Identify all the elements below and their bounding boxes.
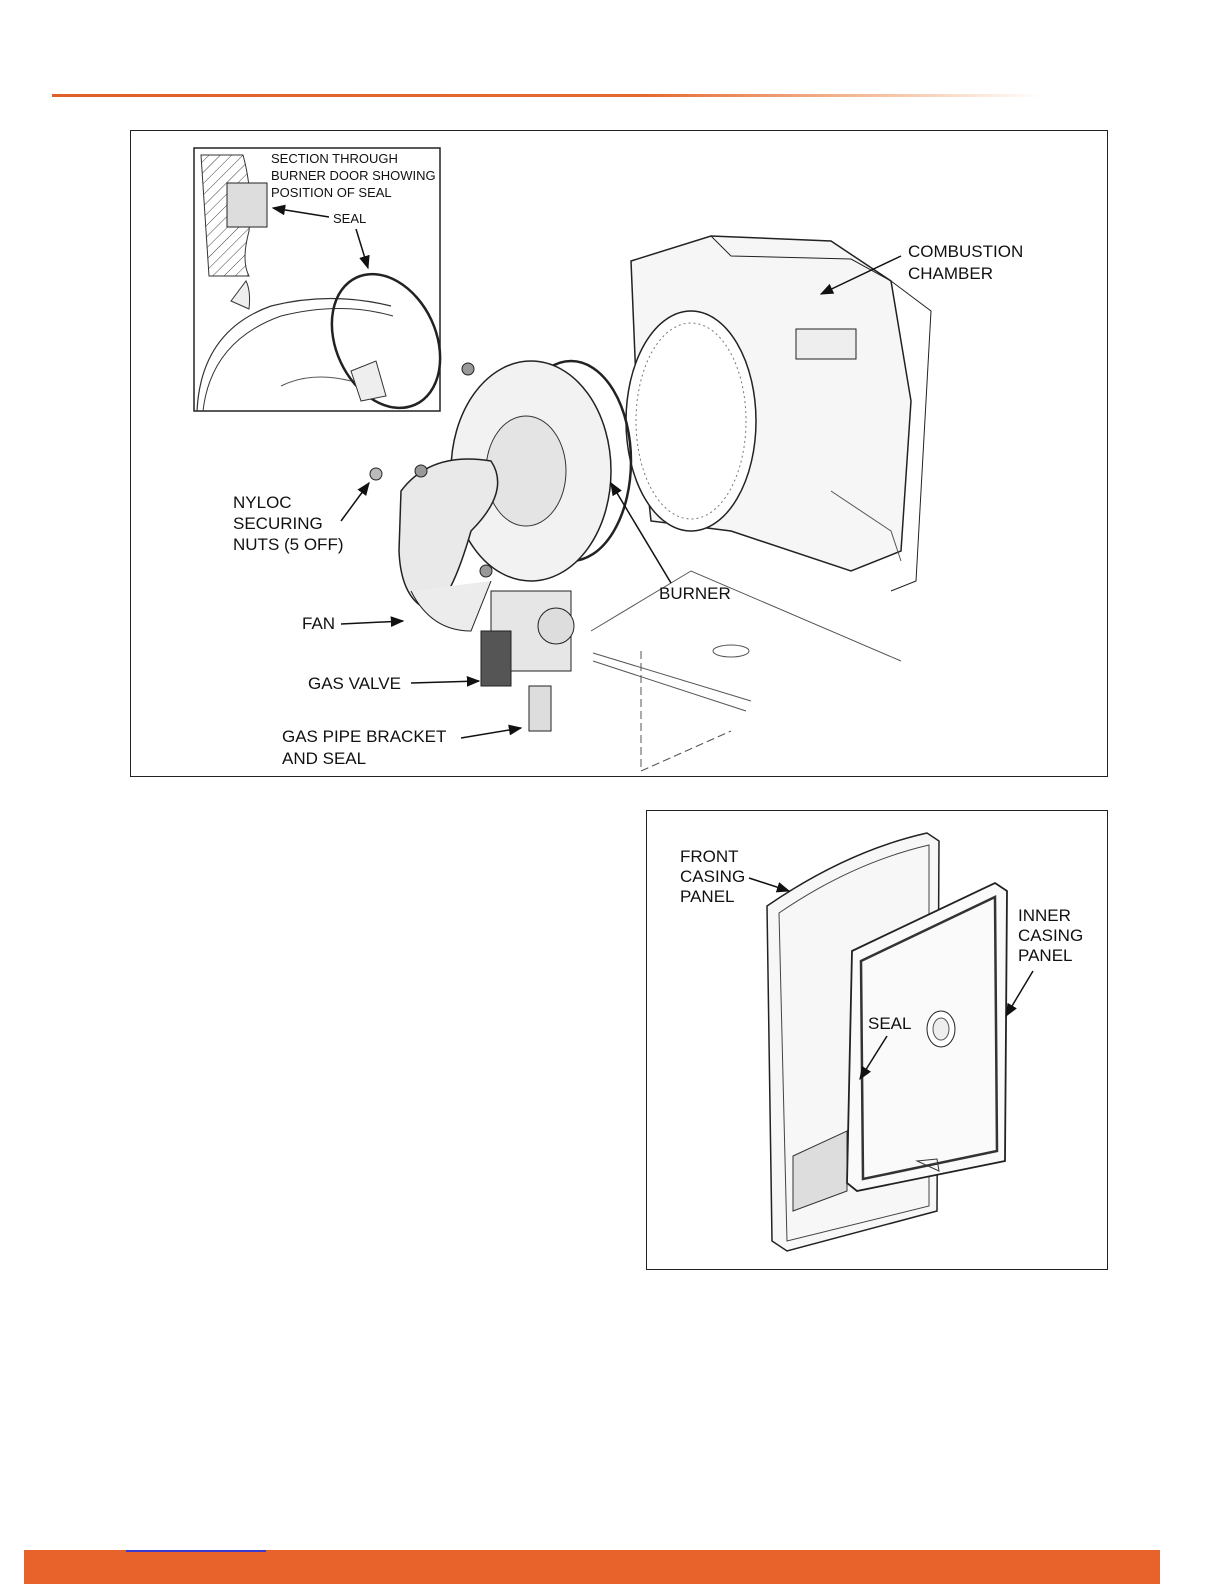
footer-bar [24,1550,1160,1584]
casing-panel-drawing: FRONT CASING PANEL INNER CASING PANEL SE… [647,811,1107,1269]
inset-caption-1: SECTION THROUGH [271,151,398,166]
gas-valve-arrow [411,681,479,683]
inner-casing-label-2: CASING [1018,926,1083,945]
combustion-chamber-drawing [626,236,931,591]
burner-fan-assembly [370,361,631,731]
inner-casing-arrow [1006,971,1033,1016]
fan-arrow [341,621,403,624]
inner-casing-label-1: INNER [1018,906,1071,925]
inset-seal-label: SEAL [333,211,366,226]
combustion-chamber-label-1: COMBUSTION [908,242,1023,261]
inner-casing-label-3: PANEL [1018,946,1073,965]
panel-seal-label: SEAL [868,1014,911,1033]
inset-caption-3: POSITION OF SEAL [271,185,392,200]
burner-label: BURNER [659,584,731,603]
burner-assembly-drawing: SECTION THROUGH BURNER DOOR SHOWING POSI… [131,131,1107,776]
inset-caption-2: BURNER DOOR SHOWING [271,168,436,183]
nyloc-arrow [341,483,369,521]
gas-pipe-arrow [461,728,521,738]
nyloc-label-1: NYLOC [233,493,292,512]
gas-pipe-label-1: GAS PIPE BRACKET [282,727,446,746]
fan-label: FAN [302,614,335,633]
header-rule [52,94,1042,97]
gas-pipe-label-2: AND SEAL [282,749,366,768]
gas-valve-label: GAS VALVE [308,674,401,693]
casing-panel-figure: FRONT CASING PANEL INNER CASING PANEL SE… [646,810,1108,1270]
floor-outline [591,571,901,771]
combustion-chamber-label-2: CHAMBER [908,264,993,283]
front-casing-label-3: PANEL [680,887,735,906]
burner-assembly-figure: SECTION THROUGH BURNER DOOR SHOWING POSI… [130,130,1108,777]
nyloc-label-2: SECURING [233,514,323,533]
front-casing-label-1: FRONT [680,847,739,866]
nyloc-label-3: NUTS (5 OFF) [233,535,344,554]
front-casing-label-2: CASING [680,867,745,886]
front-casing-arrow [749,878,789,891]
footer-link-underline[interactable] [126,1550,266,1552]
seal-section-inset: SECTION THROUGH BURNER DOOR SHOWING POSI… [194,148,461,426]
